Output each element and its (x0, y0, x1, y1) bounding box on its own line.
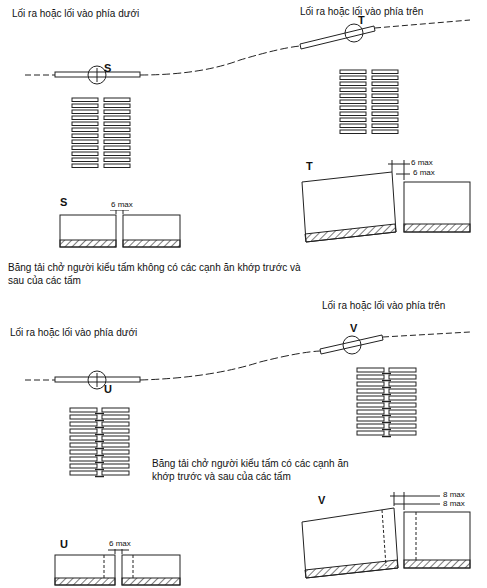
detail-letter: T (306, 160, 313, 174)
caption-note: Lối ra hoặc lối vào phía dưới (12, 8, 139, 21)
detail-letter: S (60, 196, 67, 210)
dimension-label: 6 max (110, 200, 134, 210)
detail-letter: V (318, 494, 325, 508)
caption-note: Băng tải chở người kiểu tấm không có các… (8, 262, 308, 287)
detail-letter: T (358, 14, 365, 28)
dimension-label: 6 max (410, 158, 434, 168)
detail-letter: U (60, 538, 68, 552)
dimension-label: 8 max (442, 499, 466, 509)
dimension-label: 6 max (412, 168, 436, 178)
detail-letter: U (104, 383, 112, 397)
detail-letter: V (350, 322, 357, 336)
detail-letter: S (104, 62, 111, 76)
dimension-label: 6 max (108, 539, 132, 549)
caption-note: Băng tải chở người kiểu tấm có các cạnh … (152, 458, 352, 483)
caption-note: Lối ra hoặc lối vào phía dưới (10, 327, 137, 340)
caption-note: Lối ra hoặc lối vào phía trên (322, 300, 445, 313)
